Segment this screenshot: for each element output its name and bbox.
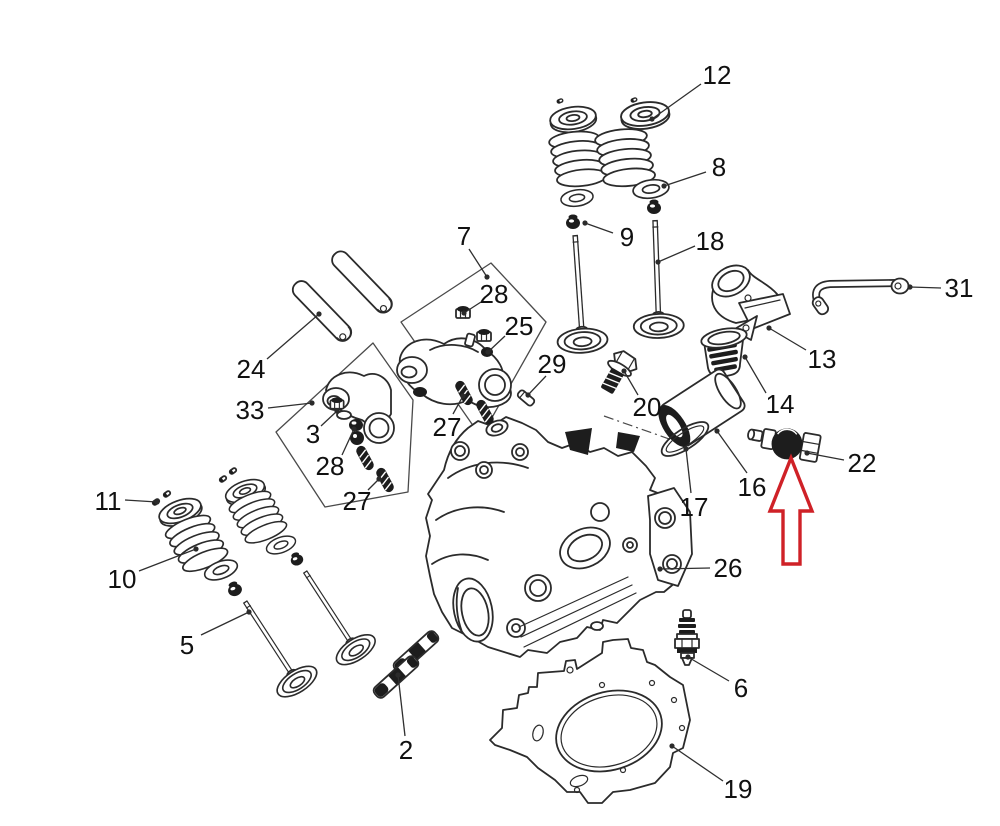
part-thermostat [700, 315, 758, 378]
assembly-box-33 [275, 342, 414, 508]
callout-2: 2 [395, 672, 413, 765]
svg-text:10: 10 [108, 564, 137, 594]
callout-26: 26 [657, 553, 742, 583]
callout-14: 14 [742, 354, 794, 419]
svg-text:17: 17 [680, 492, 709, 522]
callout-28: 28 [316, 426, 357, 481]
callout-11: 11 [95, 486, 160, 516]
callout-3: 3 [306, 408, 340, 449]
part-rocker-shafts [291, 250, 393, 342]
svg-text:3: 3 [306, 419, 320, 449]
callout-25: 25 [485, 311, 533, 355]
svg-text:14: 14 [766, 389, 795, 419]
part-breather-pipe [811, 277, 910, 316]
svg-text:7: 7 [457, 221, 471, 251]
svg-text:33: 33 [236, 395, 265, 425]
svg-text:24: 24 [237, 354, 266, 384]
part-thermostat-cover [658, 368, 746, 447]
callout-17: 17 [680, 446, 709, 522]
callout-7: 7 [457, 221, 490, 280]
part-valve-assembly-left-1 [151, 489, 322, 702]
svg-text:8: 8 [712, 152, 726, 182]
svg-text:27: 27 [343, 486, 372, 516]
callout-12: 12 [649, 60, 731, 122]
svg-text:11: 11 [95, 486, 122, 516]
part-temp-sensor [747, 428, 822, 463]
svg-text:12: 12 [703, 60, 732, 90]
callout-29: 29 [525, 349, 566, 398]
part-rocker-arm-left [322, 371, 395, 445]
callout-27: 27 [343, 476, 382, 516]
part-rocker-arm-right [396, 305, 512, 408]
callout-27: 27 [433, 393, 466, 442]
part-valve-right [630, 219, 684, 339]
callout-13: 13 [766, 325, 836, 374]
svg-text:20: 20 [633, 392, 662, 422]
part-water-elbow [711, 264, 791, 330]
svg-text:22: 22 [848, 448, 877, 478]
part-o-ring [660, 421, 710, 457]
callout-9: 9 [582, 220, 634, 252]
svg-text:16: 16 [738, 472, 767, 502]
svg-text:27: 27 [433, 412, 462, 442]
part-dowel-pin-29 [516, 389, 536, 407]
svg-text:9: 9 [620, 222, 634, 252]
part-valve-spring-left [547, 97, 609, 229]
callout-6: 6 [685, 654, 748, 703]
highlight-arrow [767, 453, 815, 566]
part-valve-spring-right [593, 96, 672, 214]
svg-text:18: 18 [696, 226, 725, 256]
svg-text:31: 31 [945, 273, 974, 303]
part-dowel-pins [370, 628, 442, 701]
svg-text:28: 28 [316, 451, 345, 481]
svg-text:5: 5 [180, 630, 194, 660]
part-spark-plug [674, 609, 700, 666]
svg-text:25: 25 [505, 311, 534, 341]
callout-22: 22 [804, 448, 876, 478]
svg-text:6: 6 [734, 673, 748, 703]
callout-10: 10 [108, 546, 199, 594]
callout-18: 18 [655, 226, 724, 265]
part-valve-left [550, 233, 608, 354]
svg-text:2: 2 [399, 735, 413, 765]
callout-19: 19 [669, 743, 752, 804]
part-cylinder-head [425, 415, 693, 658]
svg-text:29: 29 [538, 349, 567, 379]
svg-text:13: 13 [808, 344, 837, 374]
callout-33: 33 [236, 395, 315, 425]
callout-20: 20 [621, 368, 661, 422]
callout-28: 28 [461, 279, 508, 316]
callout-8: 8 [661, 152, 726, 189]
svg-text:26: 26 [714, 553, 743, 583]
callout-31: 31 [907, 273, 973, 303]
callout-16: 16 [714, 428, 766, 502]
callout-5: 5 [180, 609, 252, 660]
svg-text:19: 19 [724, 774, 753, 804]
part-head-gasket [489, 638, 691, 804]
callout-24: 24 [237, 311, 322, 384]
svg-text:28: 28 [480, 279, 509, 309]
part-flange-bolt [601, 350, 638, 394]
